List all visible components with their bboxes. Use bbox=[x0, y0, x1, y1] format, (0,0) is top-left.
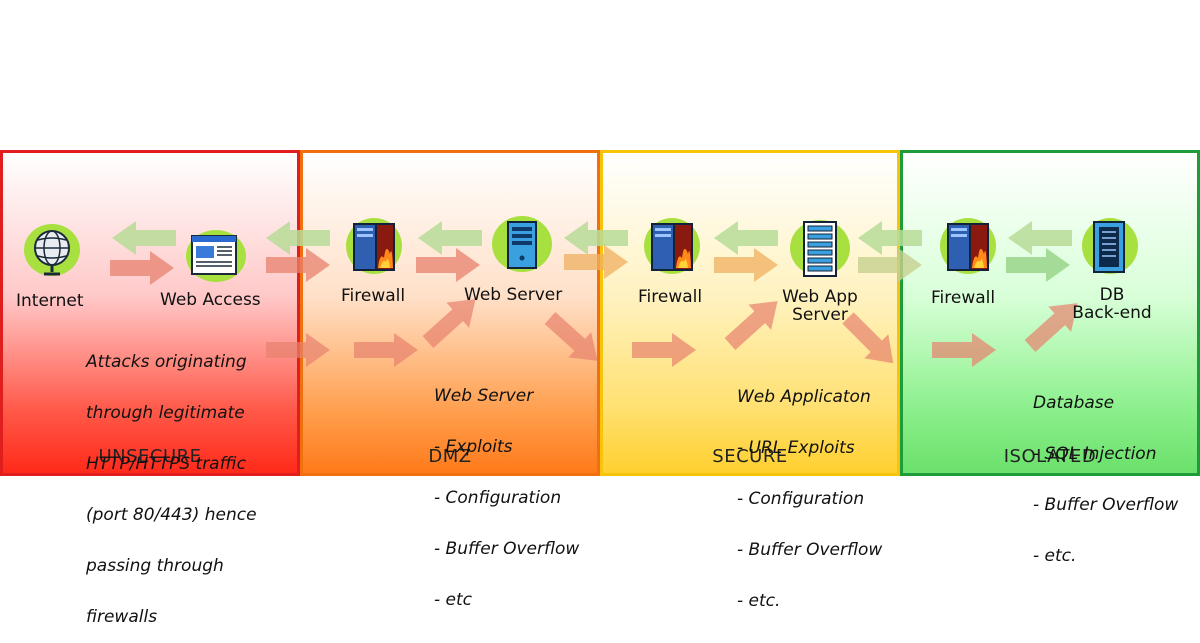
internet-label: Internet bbox=[16, 291, 84, 311]
response-arrow-3 bbox=[418, 221, 482, 255]
note-line: - Buffer Overflow bbox=[737, 540, 883, 560]
db-label-line1: DB bbox=[1099, 285, 1125, 305]
isolated-note: Database - SQL Injection - Buffer Overfl… bbox=[1033, 361, 1178, 582]
note-line: Web Applicaton bbox=[737, 387, 871, 407]
note-line: Database bbox=[1033, 393, 1115, 413]
response-arrow-1 bbox=[112, 221, 176, 255]
zone-dmz: DMZ bbox=[300, 150, 600, 476]
attack-arrow-2 bbox=[354, 333, 418, 367]
firewall-1-label: Firewall bbox=[341, 286, 406, 306]
firewall-server-icon bbox=[940, 218, 996, 274]
zone-isolated: ISOLATED bbox=[900, 150, 1200, 476]
globe-icon bbox=[24, 224, 80, 276]
request-arrow-4 bbox=[564, 245, 628, 279]
response-arrow-5 bbox=[714, 221, 778, 255]
response-arrow-2 bbox=[266, 221, 330, 255]
request-arrow-7 bbox=[1006, 248, 1070, 282]
secure-note: Web Applicaton - URL Exploits - Configur… bbox=[737, 355, 882, 627]
db-backend-label: DB Back-end bbox=[1064, 286, 1160, 322]
attack-arrow-1 bbox=[266, 333, 330, 367]
note-line: - etc. bbox=[1033, 546, 1077, 566]
response-arrow-4 bbox=[564, 221, 628, 255]
note-line: - Buffer Overflow bbox=[1033, 495, 1179, 515]
request-arrow-1 bbox=[110, 251, 174, 285]
zone-label-secure: SECURE bbox=[712, 446, 788, 467]
response-arrow-7 bbox=[1008, 221, 1072, 255]
note-line: through legitimate bbox=[86, 403, 245, 423]
request-arrow-2 bbox=[266, 248, 330, 282]
note-line: - Buffer Overflow bbox=[434, 539, 580, 559]
note-line: - Configuration bbox=[434, 488, 562, 508]
note-line: - etc. bbox=[737, 591, 781, 611]
db-backend-node bbox=[1080, 214, 1144, 278]
note-line: HTTP/HTTPS traffic bbox=[86, 454, 246, 474]
unsecure-note: Attacks originating through legitimate H… bbox=[86, 320, 257, 643]
zone-label-unsecure: UNSECURE bbox=[98, 446, 202, 467]
attack-arrow-5 bbox=[632, 333, 696, 367]
server-rack-icon bbox=[790, 220, 850, 277]
firewall-server-icon bbox=[644, 218, 700, 274]
attack-arrow-8 bbox=[932, 333, 996, 367]
note-line: (port 80/443) hence bbox=[86, 505, 257, 525]
request-arrow-5 bbox=[714, 248, 778, 282]
web-server-label: Web Server bbox=[464, 285, 563, 305]
web-server-node bbox=[490, 212, 554, 276]
firewall-3-node bbox=[938, 214, 1002, 278]
web-app-server-node bbox=[788, 216, 852, 280]
note-line: - SQL Injection bbox=[1033, 444, 1157, 464]
db-label-line2: Back-end bbox=[1072, 303, 1152, 323]
web-app-server-label-line2: Server bbox=[792, 305, 848, 325]
firewall-3-label: Firewall bbox=[931, 288, 996, 308]
firewall-server-icon bbox=[346, 218, 402, 274]
database-server-icon bbox=[1082, 218, 1138, 274]
note-line: firewalls bbox=[86, 607, 158, 627]
note-line: - etc bbox=[434, 590, 473, 610]
note-line: passing through bbox=[86, 556, 224, 576]
request-arrow-3 bbox=[416, 248, 480, 282]
zone-unsecure: UNSECURE bbox=[0, 150, 300, 476]
firewall-1-node bbox=[344, 214, 408, 278]
firewall-2-label: Firewall bbox=[638, 287, 703, 307]
web-app-server-label-line1: Web App bbox=[782, 287, 858, 307]
request-arrow-6 bbox=[858, 248, 922, 282]
note-line: - Exploits bbox=[434, 437, 513, 457]
firewall-2-node bbox=[642, 214, 706, 278]
browser-window-icon bbox=[186, 230, 246, 282]
web-app-server-label: Web App Server bbox=[772, 288, 868, 324]
internet-node bbox=[22, 220, 86, 284]
web-access-label: Web Access bbox=[160, 290, 261, 310]
zone-secure: SECURE bbox=[600, 150, 900, 476]
dmz-note: Web Server - Exploits - Configuration - … bbox=[434, 354, 579, 626]
server-tower-icon bbox=[492, 216, 552, 272]
response-arrow-6 bbox=[858, 221, 922, 255]
note-line: Web Server bbox=[434, 386, 534, 406]
note-line: - Configuration bbox=[737, 489, 865, 509]
web-access-node bbox=[184, 226, 248, 290]
note-line: Attacks originating bbox=[86, 352, 247, 372]
zone-label-dmz: DMZ bbox=[428, 446, 472, 467]
zone-label-isolated: ISOLATED bbox=[1003, 446, 1097, 467]
note-line: - URL Exploits bbox=[737, 438, 855, 458]
